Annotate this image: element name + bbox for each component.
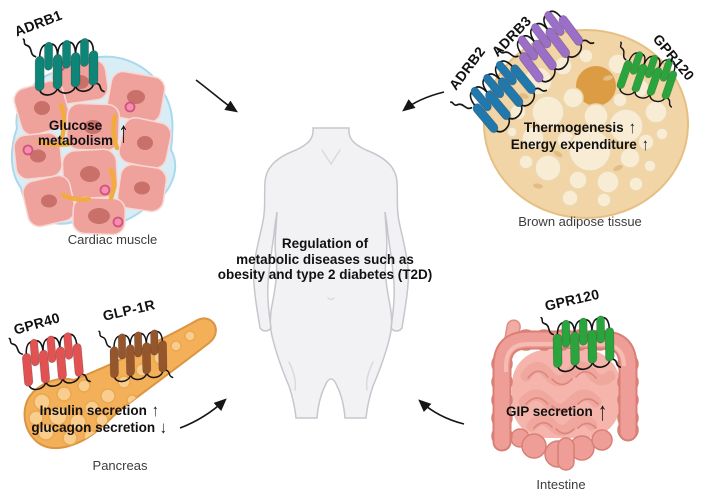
- intestine-caption: Intestine: [536, 477, 586, 492]
- gpr120-intestine-receptor-icon: [538, 307, 626, 378]
- cardiac-muscle-illustration: [10, 55, 177, 236]
- pancreas-effect-line2: glucagon secretion: [31, 420, 156, 435]
- central-statement-line3: obesity and type 2 diabetes (T2D): [217, 267, 433, 282]
- glp1r-receptor-icon: [96, 321, 178, 388]
- up-arrow-icon: ↑: [641, 135, 649, 154]
- bat-caption: Brown adipose tissue: [518, 214, 642, 229]
- intestine-effect-line1: GIP secretion: [506, 403, 593, 419]
- arrow-bat-to-body: [402, 91, 445, 112]
- down-arrow-icon: ↓: [159, 418, 167, 437]
- pancreas-effect-text: Insulin secretion ↑ glucagon secretion ↓: [22, 402, 177, 436]
- up-arrow-icon: ↑: [118, 116, 129, 149]
- adrb1-receptor-icon: [20, 29, 110, 101]
- up-arrow-icon: ↑: [151, 401, 159, 420]
- up-arrow-icon: ↑: [597, 396, 607, 426]
- human-body-silhouette: [252, 127, 410, 419]
- up-arrow-icon: ↑: [628, 118, 636, 137]
- cardiac-caption: Cardiac muscle: [67, 232, 158, 247]
- bat-effect-line1: Thermogenesis: [523, 120, 624, 135]
- arrow-cardiac-to-body: [195, 79, 238, 113]
- pancreas-caption: Pancreas: [92, 458, 148, 473]
- bat-effect-line2: Energy expenditure: [510, 137, 637, 152]
- cardiac-effect-line2: metabolism: [38, 133, 114, 148]
- central-statement: Regulation of metabolic diseases such as…: [200, 236, 450, 283]
- cardiac-effect-text: Glucose metabolism ↑: [38, 116, 131, 149]
- cardiac-effect-line1: Glucose: [48, 118, 103, 133]
- arrow-intestine-to-body: [418, 399, 465, 425]
- intestine-effect-text: GIP secretion ↑: [506, 398, 609, 424]
- central-statement-line2: metabolic diseases such as: [236, 251, 414, 267]
- bat-effect-text: Thermogenesis ↑ Energy expenditure ↑: [495, 119, 665, 153]
- central-statement-line1: Regulation of: [281, 236, 369, 251]
- pancreas-effect-line1: Insulin secretion: [39, 403, 147, 418]
